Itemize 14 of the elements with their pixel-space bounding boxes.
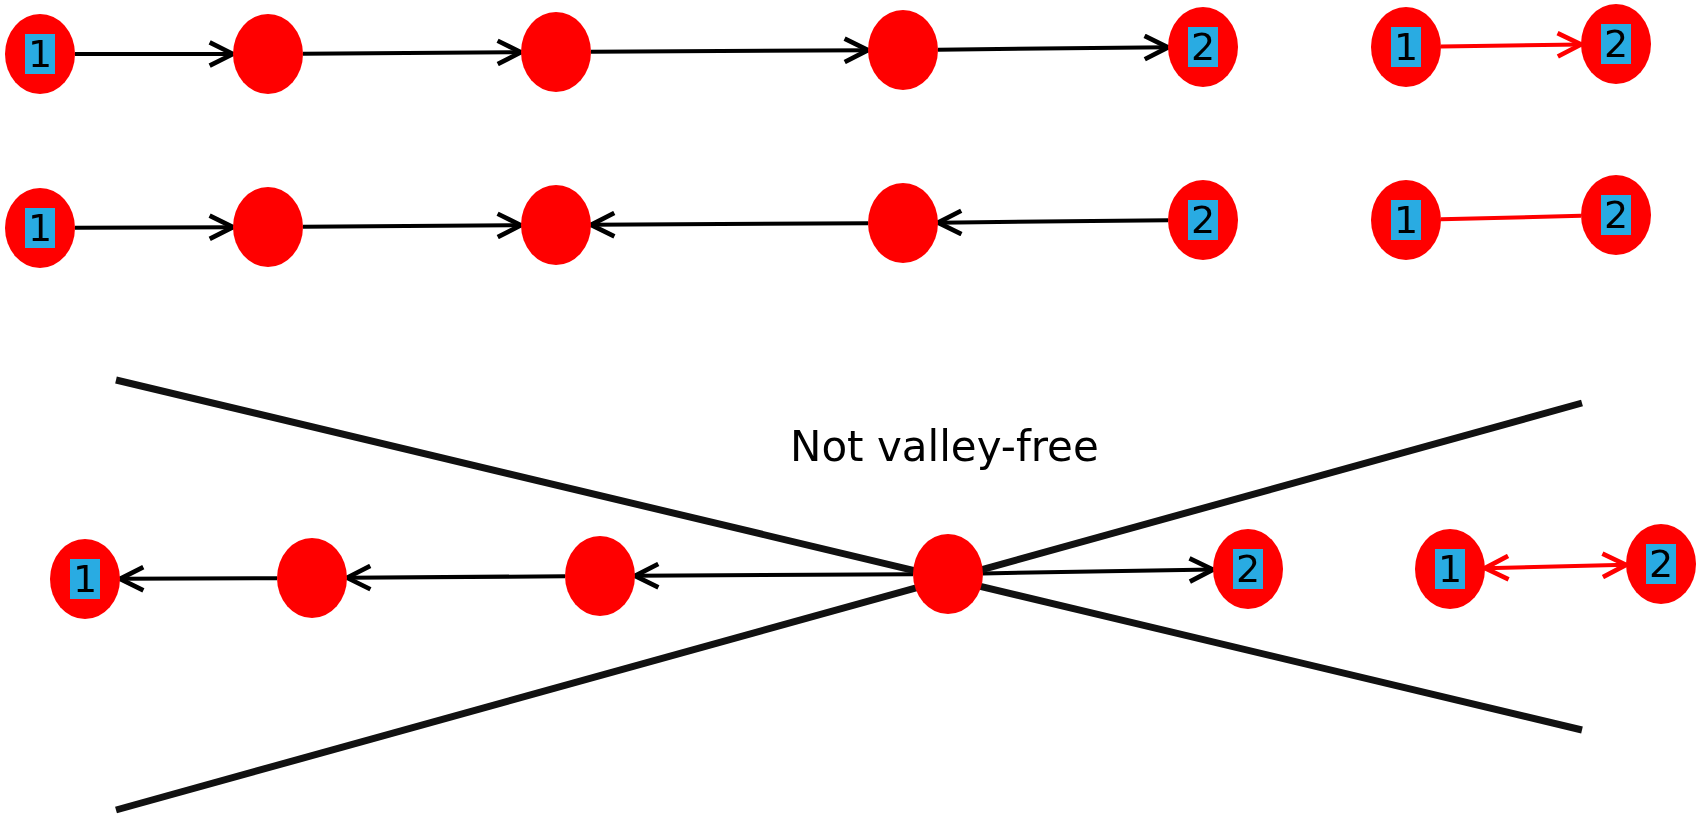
node-number: 2 bbox=[1232, 549, 1264, 589]
node-number: 1 bbox=[1434, 549, 1466, 589]
caption-text: Not valley-free bbox=[790, 422, 1099, 471]
node-number: 1 bbox=[24, 208, 56, 248]
node-number: 1 bbox=[1390, 27, 1422, 67]
node-number: 1 bbox=[1390, 200, 1422, 240]
node-number: 1 bbox=[69, 559, 101, 599]
node-number: 2 bbox=[1187, 27, 1219, 67]
node-number: 1 bbox=[24, 34, 56, 74]
node-number: 2 bbox=[1187, 200, 1219, 240]
node-number: 2 bbox=[1600, 24, 1632, 64]
node-number: 2 bbox=[1600, 195, 1632, 235]
link-line bbox=[1440, 213, 1582, 222]
node-number: 2 bbox=[1645, 544, 1677, 584]
